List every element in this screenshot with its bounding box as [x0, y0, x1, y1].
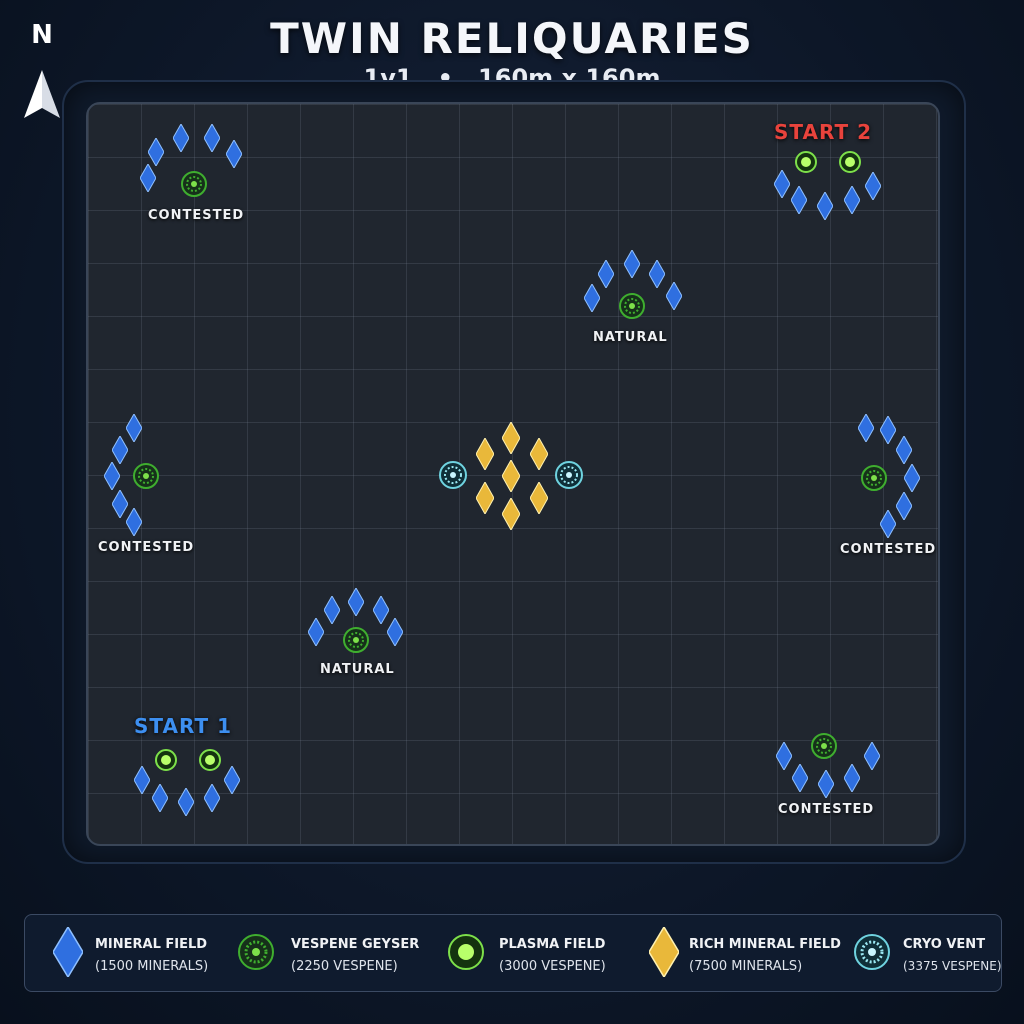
contested-base-label: CONTESTED [148, 208, 245, 223]
legend-description: (3000 VESPENE) [499, 959, 606, 974]
start-1-label: START 1 [134, 714, 232, 738]
mineral-field-icon [775, 740, 793, 774]
legend-description: (7500 MINERALS) [689, 959, 803, 974]
mineral-field-icon [791, 762, 809, 796]
mineral-field-icon [817, 768, 835, 802]
mineral-field-icon [372, 594, 390, 628]
map-area[interactable]: START 2 CONTESTED NATURAL CONTESTED CONT… [86, 102, 940, 846]
plasma-field-icon [447, 933, 485, 975]
mineral-field-icon [843, 762, 861, 796]
mineral-field-icon [111, 434, 129, 468]
rich-mineral-field-icon [501, 458, 521, 496]
mineral-field-icon [879, 508, 897, 542]
mineral-field-icon [133, 764, 151, 798]
north-compass: N [20, 20, 64, 118]
rich-mineral-field-icon [475, 436, 495, 474]
mineral-field-icon [147, 136, 165, 170]
legend-label: PLASMA FIELD [499, 937, 606, 952]
vespene-geyser-icon [618, 292, 646, 324]
mineral-field-icon [139, 162, 157, 196]
mineral-field-icon [863, 740, 881, 774]
mineral-field-icon [790, 184, 808, 218]
vespene-geyser-icon [860, 464, 888, 496]
rich-mineral-field-icon [529, 480, 549, 518]
mineral-field-icon [172, 122, 190, 156]
natural-base-label: NATURAL [320, 662, 395, 677]
mineral-field-icon [151, 782, 169, 816]
mineral-field-icon [111, 488, 129, 522]
plasma-field-icon [154, 748, 178, 776]
legend-description: (3375 VESPENE) [903, 959, 1002, 973]
mineral-field-icon [895, 490, 913, 524]
mineral-field-icon [103, 460, 121, 494]
mineral-field-icon [879, 414, 897, 448]
mineral-field-icon [347, 586, 365, 620]
rich-mineral-field-icon [529, 436, 549, 474]
vespene-geyser-icon [237, 933, 275, 975]
mineral-field-icon [177, 786, 195, 820]
mineral-field-icon [583, 282, 601, 316]
contested-base-label: CONTESTED [98, 540, 195, 555]
mineral-field-icon [623, 248, 641, 282]
north-arrow-icon [24, 70, 60, 118]
vespene-geyser-icon [132, 462, 160, 494]
mineral-field-icon [895, 434, 913, 468]
vespene-geyser-icon [810, 732, 838, 764]
contested-base-label: CONTESTED [840, 542, 937, 557]
vespene-geyser-icon [342, 626, 370, 658]
legend-label: VESPENE GEYSER [291, 937, 420, 952]
mineral-field-icon [386, 616, 404, 650]
mineral-field-icon [125, 506, 143, 540]
mineral-field-icon [225, 138, 243, 172]
contested-base-label: CONTESTED [778, 802, 875, 817]
mineral-field-icon [665, 280, 683, 314]
mineral-field-icon [203, 782, 221, 816]
mineral-field-icon [903, 462, 921, 496]
mineral-field-icon [125, 412, 143, 446]
legend-label: CRYO VENT [903, 937, 986, 952]
start-2-label: START 2 [774, 120, 872, 144]
compass-north-letter: N [31, 20, 53, 50]
cryo-vent-icon [853, 933, 891, 975]
mineral-field-icon [597, 258, 615, 292]
rich-mineral-field-icon [501, 420, 521, 458]
rich-mineral-field-icon [648, 925, 680, 981]
mineral-field-icon [203, 122, 221, 156]
mineral-field-icon [773, 168, 791, 202]
legend-description: (2250 VESPENE) [291, 959, 398, 974]
mineral-field-icon [323, 594, 341, 628]
map-title: TWIN RELIQUARIES [270, 14, 754, 63]
legend-description: (1500 MINERALS) [95, 959, 209, 974]
mineral-field-icon [648, 258, 666, 292]
mineral-field-icon [816, 190, 834, 224]
plasma-field-icon [794, 150, 818, 178]
mineral-field-icon [307, 616, 325, 650]
mineral-field-icon [223, 764, 241, 798]
natural-base-label: NATURAL [593, 330, 668, 345]
rich-mineral-field-icon [475, 480, 495, 518]
rich-mineral-field-icon [501, 496, 521, 534]
plasma-field-icon [198, 748, 222, 776]
mineral-field-icon [864, 170, 882, 204]
legend-label: RICH MINERAL FIELD [689, 937, 841, 952]
vespene-geyser-icon [180, 170, 208, 202]
plasma-field-icon [838, 150, 862, 178]
mineral-field-icon [843, 184, 861, 218]
legend-label: MINERAL FIELD [95, 937, 208, 952]
map-legend: MINERAL FIELD (1500 MINERALS) VESPENE GE… [24, 914, 1002, 992]
mineral-field-icon [857, 412, 875, 446]
cryo-vent-icon [438, 460, 468, 494]
cryo-vent-icon [554, 460, 584, 494]
mineral-field-icon [52, 925, 84, 981]
